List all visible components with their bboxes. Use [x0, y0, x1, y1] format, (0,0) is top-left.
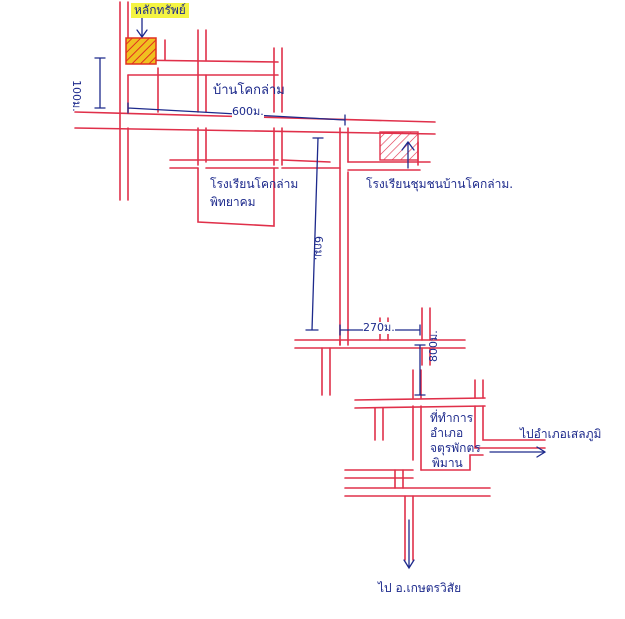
- roads-middle: [294, 307, 466, 396]
- office-label-line2: อำเภอ: [430, 426, 464, 440]
- roads-lower: [344, 369, 546, 561]
- to-south-label: ไป อ.เกษตรวิสัย: [378, 581, 462, 595]
- to-east-label: ไปอำเภอเสลภูมิ: [520, 427, 602, 441]
- south-arrow: [403, 519, 415, 570]
- property-arrow: [136, 17, 148, 39]
- property-marker: [125, 37, 157, 65]
- school-1-label-line2: พิทยาคม: [210, 195, 256, 209]
- distance-800: 800ม.: [427, 330, 440, 362]
- property-label: หลักทรัพย์: [131, 3, 189, 19]
- roads-top: [74, 1, 436, 346]
- office-label-line4: พิมาน: [432, 456, 463, 470]
- distance-6km: 6กม.: [312, 236, 325, 261]
- office-label-line3: จตุรพักตร: [430, 441, 481, 455]
- distance-600: 600ม.: [232, 105, 264, 119]
- school-2-arrow: [401, 140, 415, 169]
- school-1-label-line1: โรงเรียนโคกล่าม: [210, 177, 299, 191]
- distance-270: 270ม.: [363, 321, 395, 335]
- east-arrow: [489, 446, 547, 458]
- distance-100: 100ม.: [70, 80, 83, 112]
- school-2-marker: [379, 131, 419, 161]
- school-2-label: โรงเรียนชุมชนบ้านโคกล่าม.: [366, 177, 514, 191]
- village-label: บ้านโคกล่าม: [213, 83, 285, 98]
- office-label-line1: ที่ทำการ: [430, 411, 474, 425]
